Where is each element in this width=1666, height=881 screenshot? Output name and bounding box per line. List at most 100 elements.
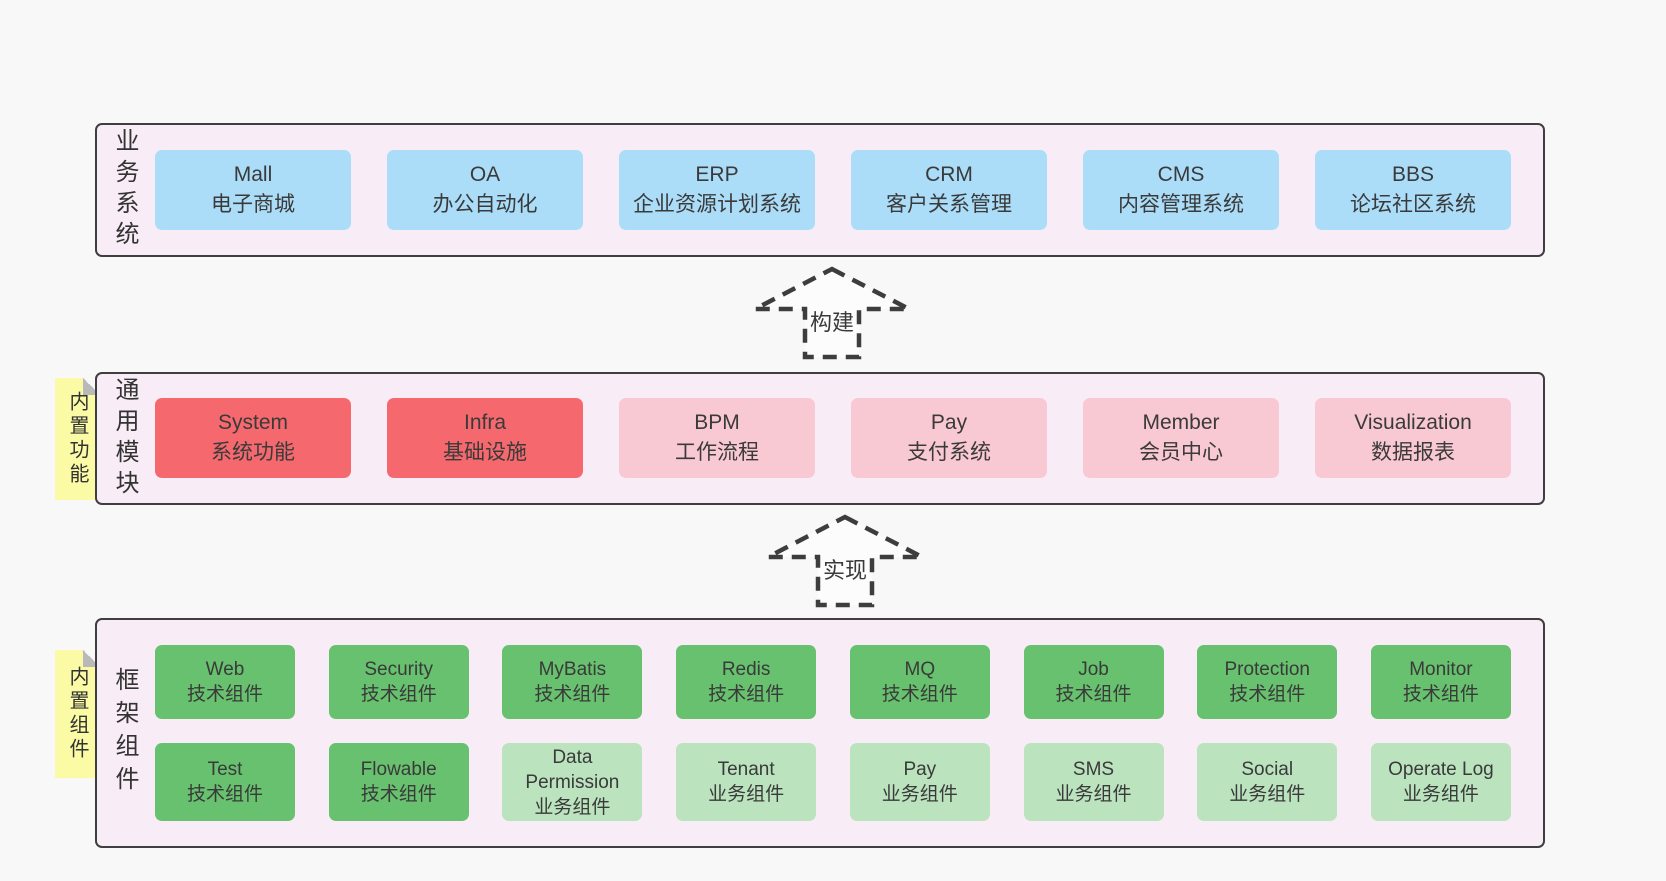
box-subtitle: 业务组件 — [1055, 784, 1132, 805]
framework-row-technical: Web 技术组件 Security 技术组件 MyBatis 技术组件 Redi… — [155, 645, 1511, 719]
box-title: System — [217, 411, 288, 434]
box-subtitle: 技术组件 — [708, 684, 785, 705]
box-title: Data Permission — [525, 746, 620, 793]
framework-row-business: Test 技术组件 Flowable 技术组件 Data Permission … — [155, 743, 1511, 821]
framework-component-box: MQ 技术组件 — [849, 645, 990, 719]
box-title: Monitor — [1409, 659, 1473, 680]
box-title: Social — [1241, 759, 1294, 780]
framework-component-box: Redis 技术组件 — [676, 645, 817, 719]
note-label: 内置组件 — [66, 666, 88, 762]
framework-component-box: Tenant 业务组件 — [676, 743, 817, 821]
box-title: Operate Log — [1388, 759, 1494, 780]
box-title: Visualization — [1354, 411, 1472, 434]
box-title: Member — [1142, 411, 1220, 434]
box-subtitle: 论坛社区系统 — [1350, 193, 1476, 216]
box-subtitle: 业务组件 — [534, 796, 611, 818]
box-subtitle: 技术组件 — [186, 784, 263, 805]
box-subtitle: 业务组件 — [1402, 784, 1479, 805]
arrow-label: 构建 — [809, 310, 855, 335]
framework-component-box: Social 业务组件 — [1197, 743, 1338, 821]
up-arrow-shape — [753, 266, 911, 360]
common-module-box: BPM 工作流程 — [619, 398, 815, 478]
panel-title: 框架组件 — [111, 667, 138, 799]
box-subtitle: 技术组件 — [360, 784, 437, 805]
box-subtitle: 技术组件 — [1055, 684, 1132, 705]
box-title: CRM — [925, 163, 973, 186]
box-subtitle: 基础设施 — [443, 441, 527, 464]
box-title: Pay — [930, 411, 968, 434]
box-subtitle: 数据报表 — [1371, 441, 1455, 464]
common-module-box: System 系统功能 — [155, 398, 351, 478]
box-title: Mall — [233, 163, 273, 186]
box-title: MyBatis — [538, 659, 607, 680]
box-title: Pay — [903, 759, 937, 780]
box-subtitle: 电子商城 — [211, 193, 295, 216]
box-subtitle: 支付系统 — [907, 441, 991, 464]
arrow-label: 实现 — [822, 558, 868, 583]
box-title: OA — [469, 163, 501, 186]
implement-arrow: 实现 — [760, 512, 930, 610]
framework-component-box: Protection 技术组件 — [1197, 645, 1338, 719]
framework-component-box: Monitor 技术组件 — [1370, 645, 1511, 719]
box-subtitle: 客户关系管理 — [886, 193, 1012, 216]
box-title: BPM — [694, 411, 740, 434]
business-systems-row: Mall 电子商城 OA 办公自动化 ERP 企业资源计划系统 CRM 客户关系… — [155, 150, 1511, 230]
framework-component-box: Data Permission 业务组件 — [502, 743, 643, 821]
framework-component-box: MyBatis 技术组件 — [502, 645, 643, 719]
box-subtitle: 会员中心 — [1139, 441, 1223, 464]
box-title: SMS — [1072, 759, 1115, 780]
business-system-box: OA 办公自动化 — [387, 150, 583, 230]
box-subtitle: 技术组件 — [881, 684, 958, 705]
common-module-box: Infra 基础设施 — [387, 398, 583, 478]
box-subtitle: 技术组件 — [534, 684, 611, 705]
box-subtitle: 业务组件 — [1229, 784, 1306, 805]
builtin-features-note: 内置功能 — [55, 378, 100, 500]
framework-component-box: Pay 业务组件 — [849, 743, 990, 821]
framework-component-box: Operate Log 业务组件 — [1370, 743, 1511, 821]
box-subtitle: 系统功能 — [211, 441, 295, 464]
box-title: MQ — [904, 659, 936, 680]
business-system-box: BBS 论坛社区系统 — [1315, 150, 1511, 230]
common-module-box: Member 会员中心 — [1083, 398, 1279, 478]
framework-component-box: Test 技术组件 — [155, 743, 295, 821]
common-module-box: Visualization 数据报表 — [1315, 398, 1511, 478]
build-arrow: 构建 — [747, 264, 917, 362]
box-title: Redis — [721, 659, 771, 680]
business-system-box: CMS 内容管理系统 — [1083, 150, 1279, 230]
panel-title: 业务系统 — [111, 128, 138, 252]
framework-component-box: Security 技术组件 — [328, 645, 469, 719]
common-modules-panel: 通用模块 System 系统功能 Infra 基础设施 BPM 工作流程 — [95, 372, 1545, 505]
box-subtitle: 技术组件 — [186, 684, 263, 705]
box-subtitle: 企业资源计划系统 — [633, 193, 801, 216]
business-system-box: ERP 企业资源计划系统 — [619, 150, 815, 230]
framework-component-box: SMS 业务组件 — [1023, 743, 1164, 821]
box-subtitle: 业务组件 — [708, 784, 785, 805]
box-title: Test — [207, 759, 243, 780]
box-subtitle: 技术组件 — [1229, 684, 1306, 705]
box-title: Security — [364, 659, 434, 680]
box-title: BBS — [1391, 163, 1435, 186]
box-subtitle: 办公自动化 — [432, 193, 538, 216]
framework-components-panel: 框架组件 Web 技术组件 Security 技术组件 MyBatis 技术组件 — [95, 618, 1545, 848]
box-title: Infra — [463, 411, 507, 434]
common-modules-row: System 系统功能 Infra 基础设施 BPM 工作流程 Pay 支付系统 — [155, 398, 1511, 478]
framework-component-box: Job 技术组件 — [1023, 645, 1164, 719]
box-subtitle: 业务组件 — [881, 784, 958, 805]
box-title: ERP — [695, 163, 739, 186]
up-arrow-shape — [766, 514, 924, 608]
framework-component-box: Flowable 技术组件 — [328, 743, 469, 821]
box-subtitle: 内容管理系统 — [1118, 193, 1244, 216]
box-subtitle: 技术组件 — [360, 684, 437, 705]
box-title: Job — [1078, 659, 1109, 680]
panel-title: 通用模块 — [111, 376, 138, 501]
builtin-components-note: 内置组件 — [55, 650, 100, 778]
business-system-box: CRM 客户关系管理 — [851, 150, 1047, 230]
box-title: Protection — [1224, 659, 1310, 680]
box-title: Web — [205, 659, 245, 680]
box-title: CMS — [1157, 163, 1205, 186]
box-subtitle: 工作流程 — [675, 441, 759, 464]
business-systems-panel: 业务系统 Mall 电子商城 OA 办公自动化 ERP 企业资源计划系统 — [95, 123, 1545, 257]
box-subtitle: 技术组件 — [1402, 684, 1479, 705]
framework-component-box: Web 技术组件 — [155, 645, 295, 719]
